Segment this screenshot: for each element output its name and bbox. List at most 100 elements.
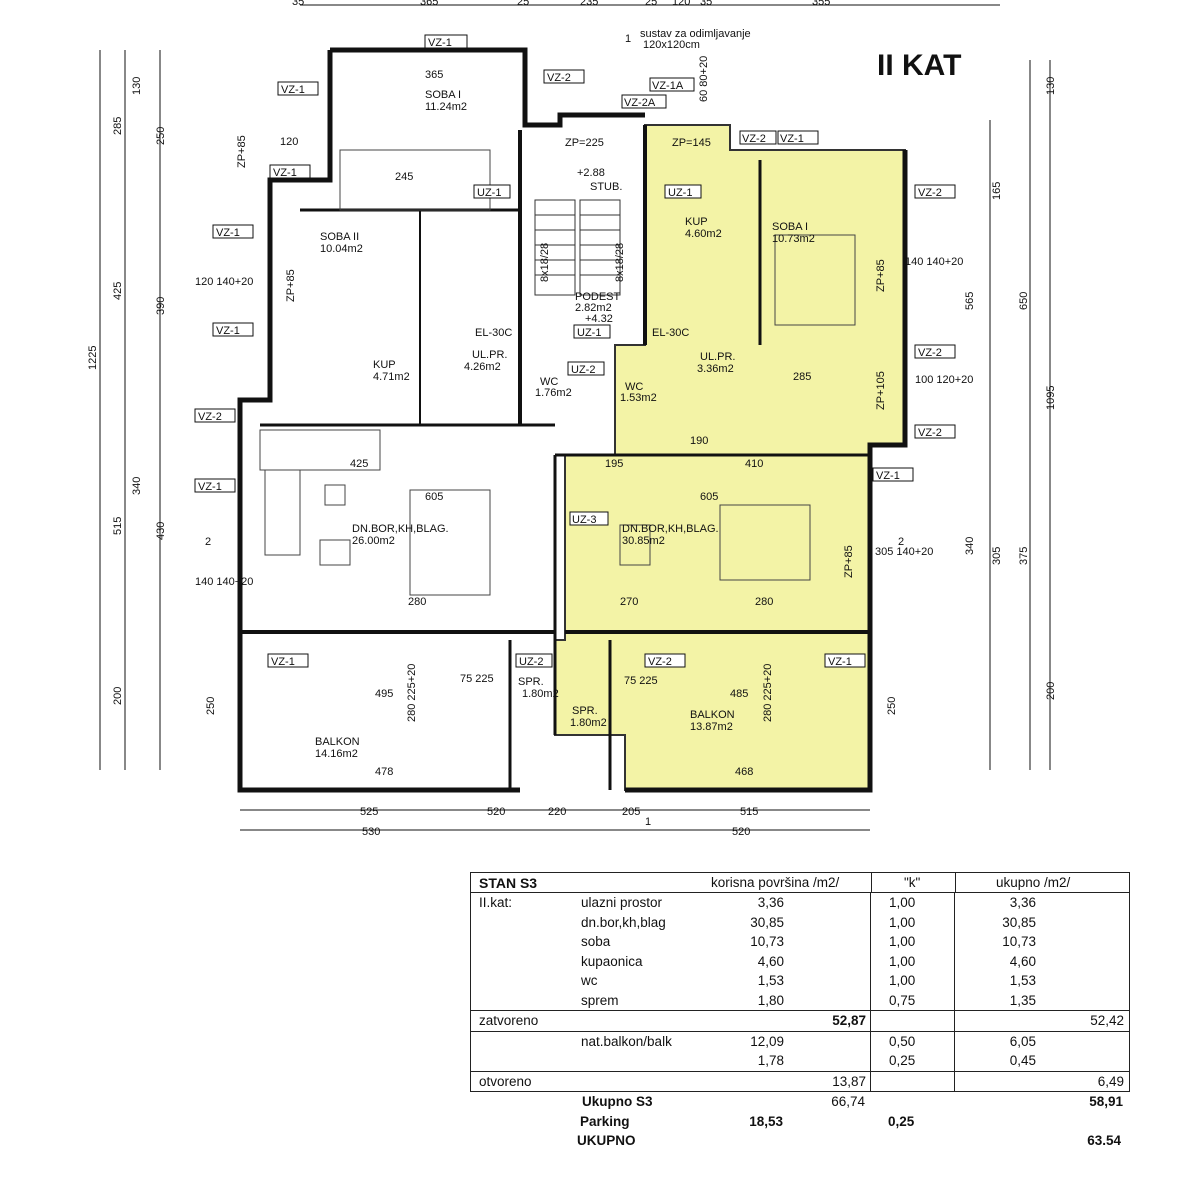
plan-text: 195	[605, 458, 623, 470]
room-k: 0,75	[889, 992, 916, 1008]
room-storage-left: SPR.1.80m2	[518, 676, 559, 700]
window-tags: VZ-1 VZ-2 VZ-1A VZ-2A UZ-1 UZ-2 UZ-3 VZ-…	[194, 34, 956, 668]
plan-text: 10.04m2	[320, 243, 363, 255]
window-tag: VZ-2	[914, 184, 956, 199]
floor-title: II KAT	[877, 49, 961, 82]
room-k: 0,50	[889, 1033, 916, 1049]
window-tag: VZ-1	[872, 467, 914, 482]
plan-text: 270	[620, 596, 638, 608]
window-tag: VZ-2	[194, 408, 236, 423]
table-title: STAN S3	[479, 875, 538, 891]
dim: 285	[112, 117, 124, 135]
room-area: 12,09	[750, 1033, 784, 1049]
plan-text: 478	[375, 766, 393, 778]
window-tag: UZ-2	[567, 361, 605, 376]
sill-height: ZP+85	[285, 269, 297, 302]
plan-text: 305 140+20	[875, 546, 933, 558]
dim: 250	[886, 697, 898, 715]
room-total: 4,60	[1009, 953, 1036, 969]
closed-label: zatvoreno	[479, 1013, 539, 1028]
plan-text: VZ-1	[876, 470, 900, 482]
plan-text: 190	[690, 435, 708, 447]
plan-text: 1.80m2	[522, 688, 559, 700]
room-area: 30,85	[750, 914, 784, 930]
dim: 25	[517, 0, 529, 8]
room-living-s3: DN.BOR,KH,BLAG.30.85m2	[622, 523, 719, 547]
room-name: ulazni prostor	[581, 895, 663, 910]
window-tag: UZ-1	[664, 184, 702, 199]
dimension-lines	[99, 4, 1051, 831]
dim: 355	[812, 0, 830, 8]
plan-text: 285	[793, 371, 811, 383]
plan-text: 120	[280, 136, 298, 148]
col-area-header: korisna površina /m2/	[711, 875, 840, 890]
plan-text: DN.BOR,KH,BLAG.	[352, 523, 449, 535]
window-tag: UZ-2	[515, 653, 553, 668]
plan-text: 4.71m2	[373, 371, 410, 383]
plan-text: 140 140+20	[905, 256, 963, 268]
sill-height: ZP+85	[236, 135, 248, 168]
plan-text: STUB.	[590, 181, 622, 193]
plan-text: VZ-2	[648, 656, 672, 668]
window-tag: UZ-3	[569, 511, 609, 526]
dim: 375	[1018, 547, 1030, 565]
plan-text: 468	[735, 766, 753, 778]
plan-text: 100 120+20	[915, 374, 973, 386]
plan-text: 485	[730, 688, 748, 700]
section-mark-right: 2	[898, 536, 904, 548]
window-tag: VZ-2	[644, 653, 686, 668]
dim: 430	[155, 522, 167, 540]
area-table: STAN S3 korisna površina /m2/ "k" ukupno…	[470, 872, 1130, 1151]
window-tag: VZ-1	[267, 653, 309, 668]
plan-text: VZ-1	[216, 325, 240, 337]
window-tag: VZ-2	[739, 130, 777, 145]
parking-label: Parking	[580, 1113, 630, 1129]
window-tag: VZ-1	[824, 653, 866, 668]
dim: 425	[112, 282, 124, 300]
dim: 35	[700, 0, 712, 8]
sum-area: 66,74	[831, 1094, 865, 1109]
room-name: sprem	[581, 992, 619, 1008]
plan-text: 410	[745, 458, 763, 470]
room-wc-left: WC1.76m2	[535, 376, 572, 399]
plan-text: 11.24m2	[425, 101, 467, 113]
dim: 120	[672, 0, 690, 8]
dim: 200	[1045, 682, 1057, 700]
open-area: 13,87	[832, 1073, 866, 1089]
window-tag: VZ-1	[212, 224, 254, 239]
plan-text: WC	[540, 376, 558, 388]
plan-text: UL.PR.	[700, 351, 735, 363]
plan-text: BALKON	[315, 736, 360, 748]
plan-text: 1.53m2	[620, 392, 657, 404]
col-total-header: ukupno /m2/	[996, 875, 1071, 890]
plan-text: KUP	[373, 359, 396, 371]
room-k: 1,00	[889, 973, 916, 988]
window-tag: VZ-1A	[649, 77, 695, 92]
window-tag: VZ-2	[914, 424, 956, 439]
plan-text: VZ-1	[216, 227, 240, 239]
dim: 650	[1018, 292, 1030, 310]
plan-text: VZ-2	[918, 187, 942, 199]
room-area: 3,36	[757, 895, 784, 910]
plan-text: 1.76m2	[535, 387, 572, 399]
plan-text: VZ-1	[428, 37, 452, 49]
room-total: 30,85	[1002, 914, 1036, 930]
dim: 35	[292, 0, 304, 8]
window-tag: VZ-1	[212, 322, 254, 337]
window-tag: VZ-1	[194, 478, 236, 493]
open-label: otvoreno	[479, 1073, 532, 1089]
dim: 565	[964, 292, 976, 310]
inner-dimensions: 365 245 605 605 425 410 280 270 280 495 …	[236, 69, 887, 778]
room-wc-s3: WC1.53m2	[620, 381, 657, 404]
window-tag: VZ-2A	[621, 94, 667, 109]
plan-text: 14.16m2	[315, 748, 358, 760]
sum-row: Ukupno S3 66,74 58,91	[470, 1092, 1130, 1112]
plan-text: 140 140+20	[195, 576, 253, 588]
